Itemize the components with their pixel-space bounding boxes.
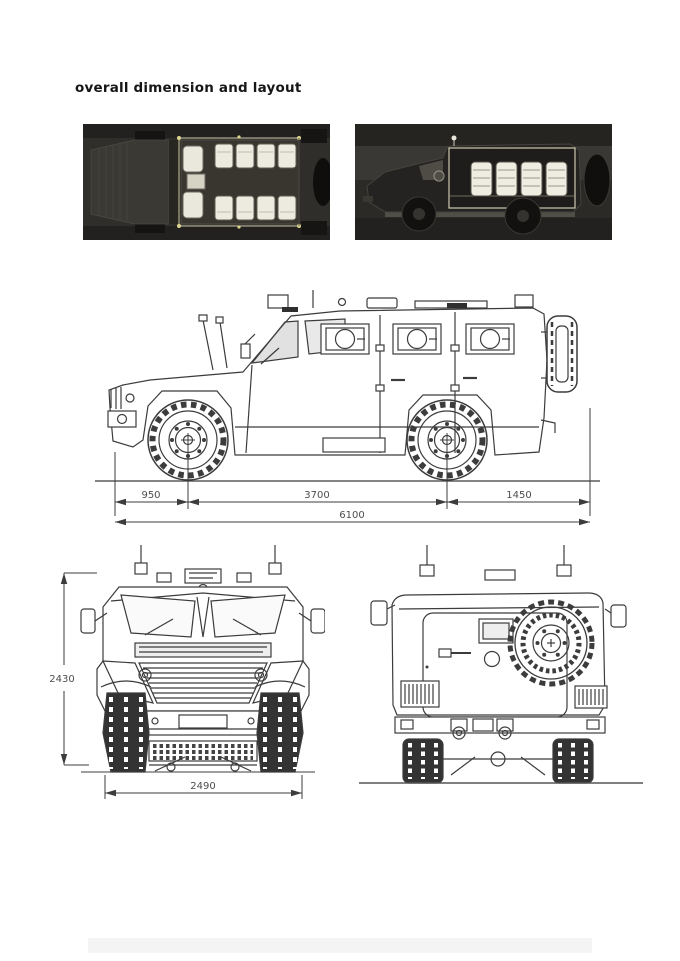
roof-fixtures-rear — [419, 545, 572, 581]
vent-right — [574, 685, 608, 709]
spare-tire-top — [313, 158, 333, 206]
height-dimension: 2430 — [49, 572, 97, 766]
side-dimensions: 950 3700 1450 6100 — [114, 408, 591, 526]
dim-overall-length-label: 6100 — [339, 510, 364, 521]
hood-top-view — [90, 139, 181, 225]
dim-wheelbase-label: 3700 — [304, 490, 329, 501]
tire-front-right — [256, 692, 304, 773]
suspension-rear — [443, 751, 553, 776]
spare-tire — [583, 153, 611, 207]
suspension-front — [149, 756, 257, 772]
width-dimension: 2490 — [104, 775, 303, 799]
footer-watermark-band — [88, 938, 592, 953]
spare-wheel-rear — [507, 599, 595, 687]
cutaway-seats — [470, 161, 568, 197]
dim-rear-overhang-label: 1450 — [506, 490, 531, 501]
roof-light — [451, 135, 457, 141]
tire-rear-right — [552, 738, 594, 784]
gun-ports — [320, 323, 515, 355]
mirror — [240, 343, 251, 359]
vent-left — [400, 680, 440, 708]
side-elevation-svg: 950 3700 1450 6100 — [95, 290, 600, 526]
wiper — [232, 618, 262, 636]
dim-overall-height-label: 2430 — [49, 674, 74, 685]
tow-shackle — [452, 726, 466, 740]
side-elevation-drawing: 950 3700 1450 6100 — [95, 290, 605, 535]
roof-fixtures — [267, 290, 534, 312]
interior-side-cutaway-render — [355, 124, 612, 240]
cabin-corner-lights — [177, 135, 301, 229]
wiper — [144, 618, 174, 636]
front-seats — [182, 145, 206, 219]
steering-wheel — [433, 170, 445, 182]
rear-elevation-svg — [359, 545, 643, 784]
wiper — [260, 347, 280, 365]
bumper-rear — [394, 716, 606, 740]
rear-elevation-drawing — [355, 543, 650, 793]
front-elevation-svg: 2430 2490 — [49, 545, 326, 799]
spare-tire-side — [541, 315, 578, 393]
fender-left — [100, 680, 152, 688]
cowl-panel — [134, 642, 272, 658]
interior-top-view-render — [83, 124, 333, 240]
windshield-cutaway — [419, 160, 443, 180]
grille — [138, 662, 268, 704]
headlight-right — [254, 668, 268, 682]
roof-fixtures-front — [134, 545, 282, 595]
interior-side-cutaway-photo — [355, 124, 612, 240]
door-hardware — [425, 648, 501, 669]
page-title: overall dimension and layout — [75, 80, 302, 96]
rear-wheel-top — [301, 129, 327, 143]
fender-right — [254, 680, 306, 688]
mirrors-rear — [370, 600, 627, 628]
dim-overall-width-label: 2490 — [190, 781, 215, 792]
tire-rear-left — [402, 738, 444, 784]
tire-front-left — [102, 692, 150, 773]
tow-shackle — [498, 726, 512, 740]
beacon — [337, 297, 347, 307]
front-end-details — [107, 333, 280, 428]
passenger-seats — [214, 143, 297, 221]
front-elevation-drawing: 2430 2490 — [45, 543, 326, 805]
side-step — [322, 437, 386, 453]
interior-top-view-photo — [83, 124, 333, 240]
dim-front-overhang-label: 950 — [141, 490, 160, 501]
windshield-front — [120, 594, 286, 638]
front-antenna-masts — [198, 314, 228, 371]
headlight-left — [138, 668, 152, 682]
perforated-plate — [148, 740, 258, 762]
windshield — [250, 320, 299, 364]
rear-step — [540, 419, 556, 433]
door-seams — [245, 312, 477, 454]
